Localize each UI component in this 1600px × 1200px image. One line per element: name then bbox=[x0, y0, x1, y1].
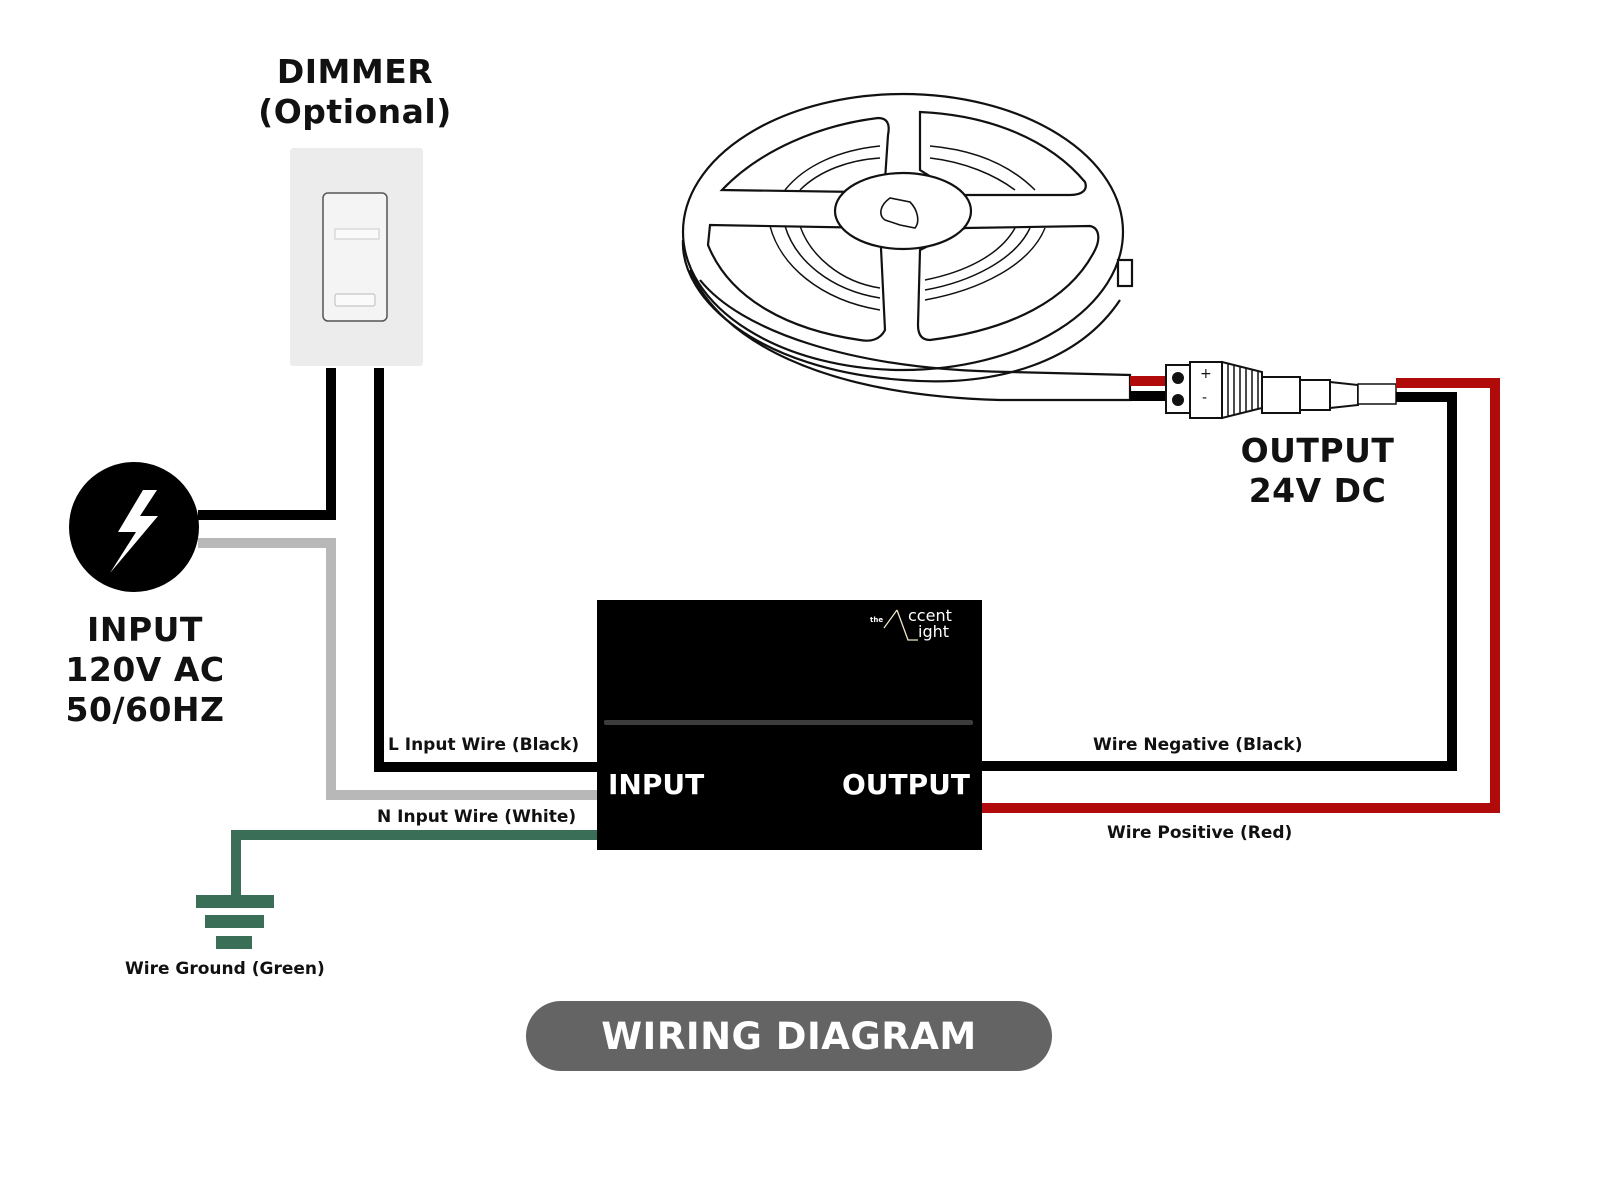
led-strip-reel bbox=[681, 92, 1134, 402]
wire-negative-black bbox=[982, 392, 1457, 771]
input-label-line3: 50/60HZ bbox=[65, 690, 225, 729]
output-spec-label: OUTPUT 24V DC bbox=[1210, 431, 1425, 511]
connector-minus-sign: - bbox=[1202, 390, 1208, 406]
output-spec-line1: OUTPUT bbox=[1240, 431, 1395, 470]
ground-symbol-icon bbox=[196, 895, 274, 949]
diagram-title: WIRING DIAGRAM bbox=[601, 1014, 977, 1058]
positive-wire-label: Wire Positive (Red) bbox=[1107, 823, 1293, 843]
dc-connector bbox=[1130, 360, 1397, 420]
wire-n-input-white bbox=[198, 538, 598, 800]
brand-line2: ight bbox=[918, 622, 950, 641]
dimmer-label-line2: (Optional) bbox=[258, 92, 452, 131]
driver-output-label: OUTPUT bbox=[842, 768, 970, 801]
output-spec-line2: 24V DC bbox=[1248, 471, 1387, 510]
driver-input-label: INPUT bbox=[608, 768, 705, 801]
dimmer-switch bbox=[290, 148, 423, 366]
n-input-wire-label: N Input Wire (White) bbox=[377, 807, 577, 827]
wire-positive-red bbox=[982, 378, 1500, 813]
power-source-icon bbox=[69, 462, 199, 592]
ground-wire-label: Wire Ground (Green) bbox=[125, 959, 325, 979]
connector-plus-sign: + bbox=[1200, 366, 1212, 382]
input-label-line1: INPUT bbox=[87, 610, 203, 649]
brand-prefix: the bbox=[870, 616, 884, 624]
brand-line1: ccent bbox=[908, 606, 952, 625]
input-label-line2: 120V AC bbox=[65, 650, 225, 689]
diagram-title-pill: WIRING DIAGRAM bbox=[526, 1001, 1052, 1071]
dimmer-label: DIMMER (Optional) bbox=[245, 52, 465, 132]
l-input-wire-label: L Input Wire (Black) bbox=[388, 735, 580, 755]
led-driver bbox=[597, 600, 982, 850]
wire-ground-green bbox=[231, 830, 598, 900]
input-source-label: INPUT 120V AC 50/60HZ bbox=[40, 610, 250, 730]
lightning-bolt-icon bbox=[110, 490, 158, 573]
wire-l-input-black bbox=[198, 368, 598, 772]
negative-wire-label: Wire Negative (Black) bbox=[1093, 735, 1303, 755]
dimmer-label-line1: DIMMER bbox=[276, 52, 434, 91]
